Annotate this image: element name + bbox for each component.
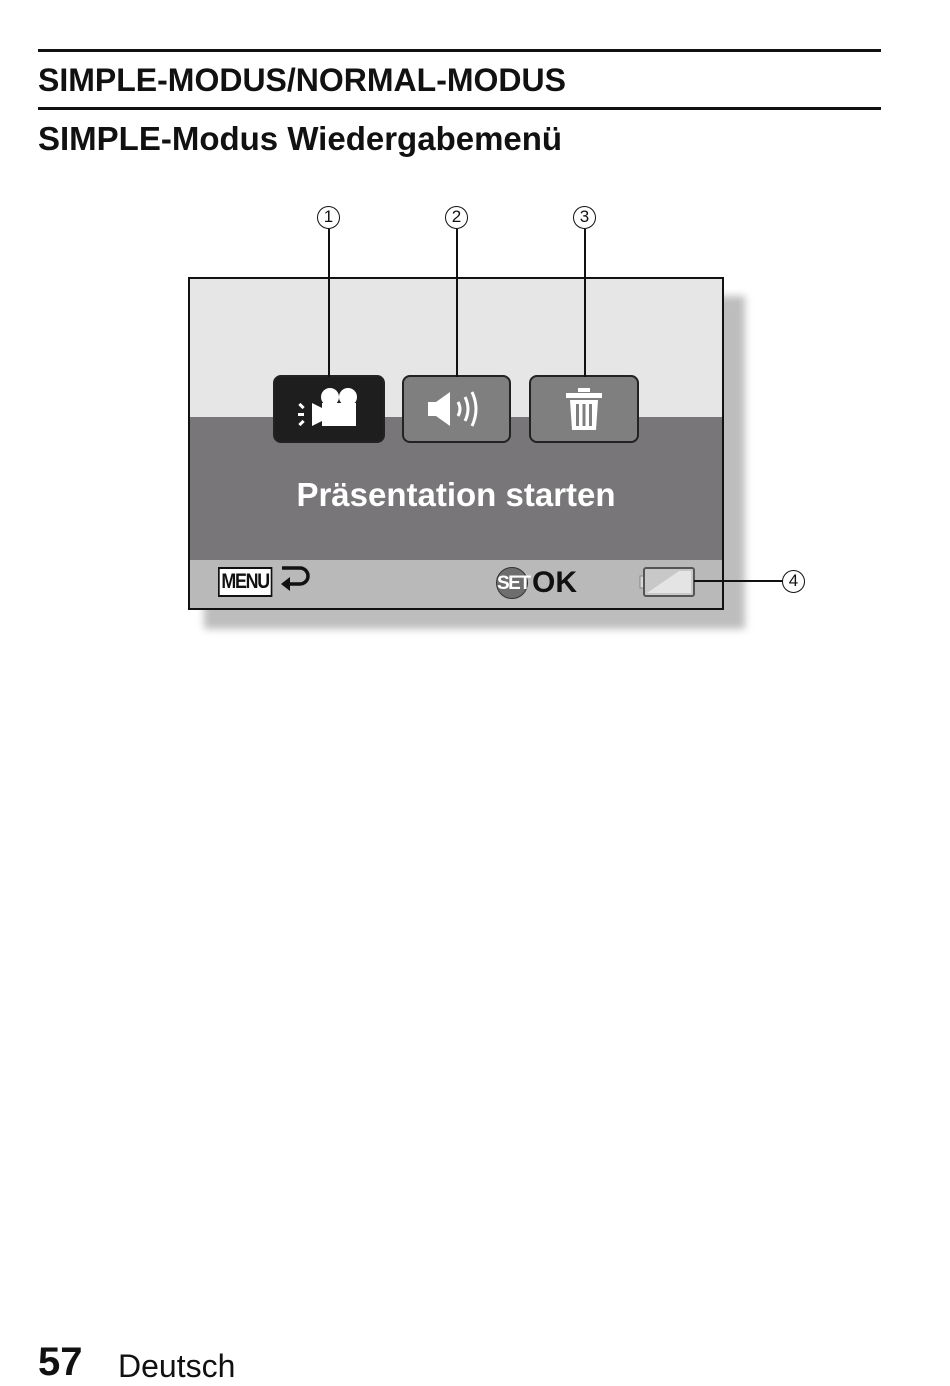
leader-line-3: [584, 229, 586, 377]
section-title: SIMPLE-MODUS/NORMAL-MODUS: [38, 62, 566, 98]
section-rule: [38, 107, 881, 110]
set-key-icon: SET: [496, 567, 531, 599]
leader-line-1: [328, 229, 330, 377]
screen-status-bar: [190, 560, 722, 608]
callout-1: 1: [317, 206, 340, 229]
page-number: 57: [38, 1340, 83, 1384]
leader-line-2: [456, 229, 458, 377]
trash-icon: [566, 388, 602, 430]
page-language: Deutsch: [118, 1348, 236, 1384]
volume-icon: [427, 391, 477, 427]
return-icon: [281, 566, 310, 591]
slideshow-icon: [298, 388, 357, 427]
ok-label: OK: [532, 566, 577, 599]
menu-key-label: MENU: [218, 567, 273, 597]
volume-button[interactable]: [402, 375, 511, 443]
callout-3: 3: [573, 206, 596, 229]
callout-4: 4: [782, 570, 805, 593]
menu-item-label: Präsentation starten: [296, 476, 616, 513]
callout-2: 2: [445, 206, 468, 229]
camera-screen: Präsentation starten MENU SET OK: [188, 277, 724, 610]
top-rule: [38, 49, 881, 52]
delete-button[interactable]: [529, 375, 639, 443]
slideshow-button[interactable]: [273, 375, 385, 443]
battery-icon: [639, 567, 695, 597]
page-title: SIMPLE-Modus Wiedergabemenü: [38, 120, 563, 157]
leader-line-4: [694, 580, 783, 582]
